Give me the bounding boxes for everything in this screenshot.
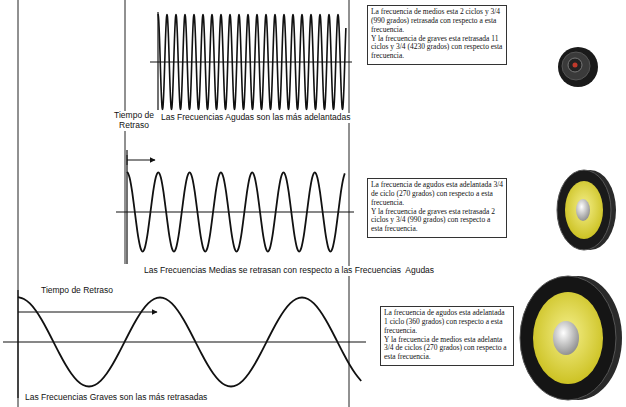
box-text: La frecuencia de agudos esta adelantada …: [371, 181, 503, 208]
midrange-wave: [127, 172, 345, 252]
delay-label: Tiempo de Retraso: [40, 286, 114, 296]
delay-arrow: [18, 312, 157, 313]
box-text: Y la frecuencia de medios esta adelanta …: [384, 336, 510, 363]
wave-caption: Las Frecuencias Graves son las más retra…: [24, 393, 208, 403]
tweeter-icon: [558, 47, 598, 87]
guide-line: [18, 0, 19, 407]
guide-line: [125, 0, 126, 264]
time-axis: [3, 341, 366, 342]
text-box: La frecuencia de agudos esta adelantada …: [380, 306, 514, 366]
delay-tick: [127, 155, 128, 165]
bass-wave: [18, 297, 361, 386]
box-text: La frecuencia de agudos esta adelantada …: [384, 309, 510, 336]
woofer-icon: [520, 276, 622, 400]
box-text: La frecuencia de medios esta 2 ciclos y …: [371, 8, 503, 35]
wave-caption: Las Frecuencias Medias se retrasan con r…: [143, 266, 435, 276]
box-text: Y la frecuencia de graves esta retrasada…: [371, 208, 503, 235]
delay-label: Tiempo de Retraso: [111, 111, 157, 131]
delay-arrow: [127, 160, 155, 161]
text-box: La frecuencia de medios esta 2 ciclos y …: [367, 5, 507, 65]
wave-caption: Las Frecuencias Agudas son las más adela…: [160, 113, 351, 123]
amplitude-axis: [17, 290, 18, 398]
guide-line: [349, 0, 350, 407]
midrange-speaker-icon: [557, 170, 616, 250]
treble-wave: [158, 14, 346, 109]
amplitude-axis: [126, 150, 127, 264]
time-axis: [116, 211, 354, 212]
box-text: Y la frecuencia de graves esta retrasada…: [371, 35, 503, 62]
text-box: La frecuencia de agudos esta adelantada …: [367, 178, 507, 238]
